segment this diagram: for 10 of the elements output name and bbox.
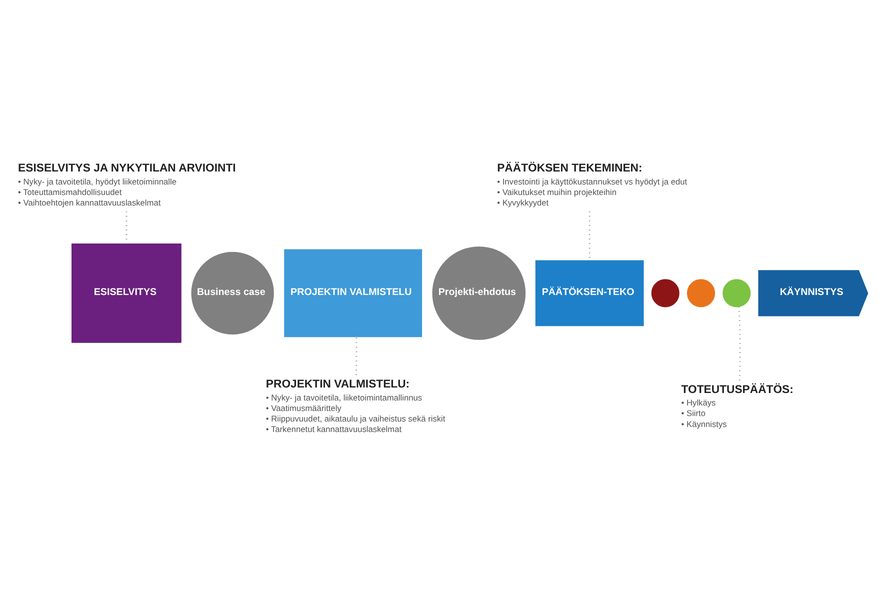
node-circle <box>722 278 751 307</box>
node-box: PROJEKTIN VALMISTELU <box>284 248 422 337</box>
node-text: PROJEKTIN VALMISTELU: • Nyky- ja tavoitetila, liiketoimintamallinnus • Vaatimusmäärittely • Riippuvuudet, aikataulu ja vaiheistus sekä riskit • Tarkennetut kannattavuuslaskelmat <box>266 378 446 434</box>
node-text: ESISELVITYS JA NYKYTILAN ARVIOINTI • Nyky- ja tavoitetila, hyödyt liiketoiminnalle • Toteuttamismahdollisuudet • Vaihtoehtojen kannattavuuslaskelmat <box>18 162 236 207</box>
node-box: ESISELVITYS <box>72 243 182 342</box>
node-circle <box>651 278 680 307</box>
node-text: TOTEUTUSPÄÄTÖS: • Hylkäys • Siirto • Käynnistys <box>681 383 794 428</box>
node-text: PÄÄTÖKSEN TEKEMINEN: • Investointi ja käyttökustannukset vs hyödyt ja edut • Vaikutukset muihin projekteihin • Kyvykkyydet <box>497 162 688 207</box>
node-box: PÄÄTÖKSEN-TEKO <box>535 260 644 326</box>
node-circle <box>686 278 716 307</box>
